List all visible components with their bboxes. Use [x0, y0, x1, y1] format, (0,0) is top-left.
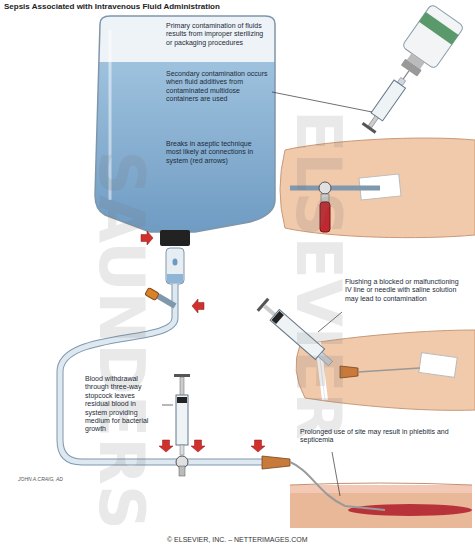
callout-text: Secondary contamination occurs when flui… [166, 70, 268, 104]
red-arrow [191, 440, 205, 452]
bag-connector [166, 248, 184, 284]
syringe [174, 374, 190, 377]
stopcock [179, 466, 185, 476]
flush-syringe [263, 304, 276, 316]
red-arrow [159, 440, 173, 452]
red-arrow [192, 299, 204, 313]
leader-line [162, 405, 173, 406]
callout-text: Breaks in aseptic technique most likely … [166, 140, 268, 165]
hand-iv [419, 353, 457, 378]
leader-line [272, 92, 372, 112]
skin-section [348, 504, 472, 516]
bag-connector [173, 259, 178, 266]
leader-line [162, 92, 372, 496]
syringe [177, 397, 187, 403]
flush-syringe [272, 311, 284, 324]
leader-line [332, 452, 340, 496]
figure-title: Sepsis Associated with Intravenous Fluid… [4, 2, 220, 11]
callout-text: Blood withdrawal through three-way stopc… [85, 375, 159, 434]
catheter-hub [262, 456, 385, 510]
multidose-vial [371, 80, 405, 121]
skin-section [290, 485, 472, 493]
hand-iv [358, 368, 420, 372]
multidose-vial [402, 4, 465, 70]
syringe [180, 377, 184, 397]
multidose-vial [368, 116, 378, 128]
bag-connector [160, 230, 190, 246]
syringe [174, 374, 190, 455]
red-arrow [141, 231, 265, 452]
red-arrow [251, 440, 265, 452]
multidose-vial [401, 59, 422, 77]
multidose-vial [419, 12, 459, 45]
multidose-vial [403, 71, 409, 79]
stopcock [176, 456, 188, 476]
callout-text: Prolonged use of site may result in phle… [300, 428, 468, 445]
syringe [176, 395, 188, 445]
syringe [180, 445, 184, 455]
callout-text: Flushing a blocked or malfunctioning IV … [345, 278, 467, 303]
catheter-hub [290, 462, 385, 510]
watermark: ELSEVIER [287, 110, 349, 440]
skin-section [290, 483, 472, 528]
multidose-vial [362, 122, 377, 134]
multidose-vial [352, 4, 464, 141]
bag-connector [160, 230, 190, 284]
bag-connector [167, 274, 183, 283]
callout-text: Primary contamination of fluids results … [166, 22, 268, 47]
catheter-hub [262, 456, 290, 469]
y-port [158, 296, 175, 306]
artist-signature: JOHN A.CRAIG, AD [18, 476, 63, 482]
copyright-footer: © ELSEVIER, INC. – NETTERIMAGES.COM [167, 536, 308, 543]
watermark: SAUNDERS [89, 150, 151, 529]
